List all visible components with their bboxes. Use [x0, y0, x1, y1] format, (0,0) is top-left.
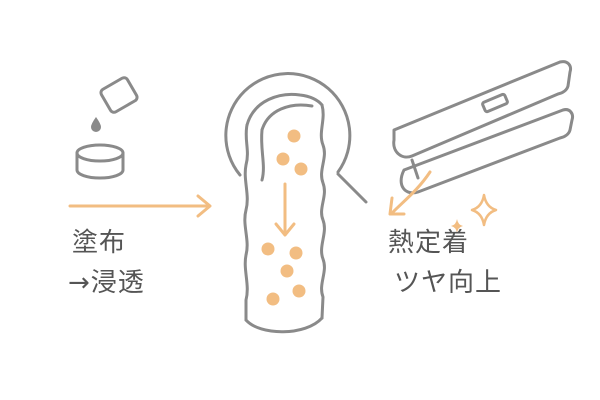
step2-label-line2: ツヤ向上	[394, 268, 503, 298]
penetration-dots	[261, 129, 308, 306]
bowl-icon	[75, 143, 125, 180]
step1-label-line2: →浸透	[68, 268, 145, 298]
apply-arrow	[68, 194, 212, 218]
penetrate-arrow	[274, 182, 296, 237]
hair-strand-icon	[243, 92, 326, 334]
sparkle-icon	[451, 193, 498, 233]
droplet-icon	[91, 117, 101, 132]
step2-label-line1: 熱定着	[388, 228, 470, 258]
flat-iron-icon	[392, 60, 574, 195]
heat-arrow	[388, 170, 432, 216]
magnifier-circle-icon	[224, 72, 368, 204]
treatment-sachet-icon	[99, 76, 139, 114]
step1-label-line1: 塗布	[72, 228, 127, 258]
